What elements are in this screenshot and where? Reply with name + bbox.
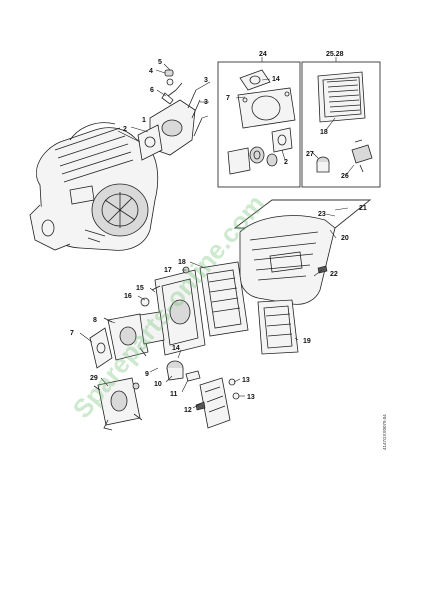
part-label-17: 17: [164, 267, 172, 274]
part-label-6: 6: [150, 87, 154, 94]
part-label-23: 23: [318, 211, 326, 218]
part-label-29: 29: [90, 375, 98, 382]
part-label-19: 19: [303, 338, 311, 345]
part-label-11: 11: [170, 391, 178, 398]
part-label-20: 20: [341, 235, 349, 242]
leader-lines: [79, 57, 355, 409]
box-24: [217, 61, 301, 188]
part-label-10: 10: [154, 381, 162, 388]
part-label-13-upper: 13: [242, 377, 250, 384]
part-label-27: 27: [306, 151, 314, 158]
box-25-28: [301, 61, 381, 188]
part-label-26: 26: [341, 173, 349, 180]
part-label-7: 7: [70, 330, 74, 337]
carburetor-assembly: [93, 377, 143, 431]
filter-base: [140, 261, 249, 356]
part-label-16: 16: [124, 293, 132, 300]
part-label-15: 15: [136, 285, 144, 292]
part-label-9: 9: [145, 371, 149, 378]
carburetor: [89, 311, 165, 369]
gasket-set: [227, 69, 296, 175]
part-label-3-upper: 3: [204, 77, 208, 84]
part-label-14: 14: [172, 345, 180, 352]
intake-manifold-group: [137, 69, 203, 161]
engine-block: [29, 122, 159, 251]
part-label-21: 21: [359, 205, 367, 212]
filter-cover: [239, 215, 336, 305]
part-label-7-gasket: 7: [226, 95, 230, 102]
part-label-5: 5: [158, 59, 162, 66]
part-label-2: 2: [123, 126, 127, 133]
part-label-13-lower: 13: [247, 394, 255, 401]
part-label-3-lower: 3: [204, 99, 208, 106]
part-label-12: 12: [184, 407, 192, 414]
part-label-2-box: 2: [284, 159, 288, 166]
part-label-18-box: 18: [320, 129, 328, 136]
part-labels: 1 2 4 5 6 3 3 7 24 14 2 25.28 18 27 26 2…: [70, 51, 367, 414]
part-label-8: 8: [93, 317, 97, 324]
filter-element: [257, 299, 299, 355]
part-label-22: 22: [330, 271, 338, 278]
part-label-18: 18: [178, 259, 186, 266]
filter-and-plug: [316, 71, 373, 173]
drawing-code: 4147GXX0079.04: [382, 414, 387, 450]
intake-connector: [166, 360, 240, 429]
part-label-14-gasket: 14: [272, 76, 280, 83]
part-label-25-28: 25.28: [326, 51, 344, 58]
part-label-1: 1: [142, 117, 146, 124]
part-label-4: 4: [149, 68, 153, 75]
part-label-24: 24: [259, 51, 267, 58]
